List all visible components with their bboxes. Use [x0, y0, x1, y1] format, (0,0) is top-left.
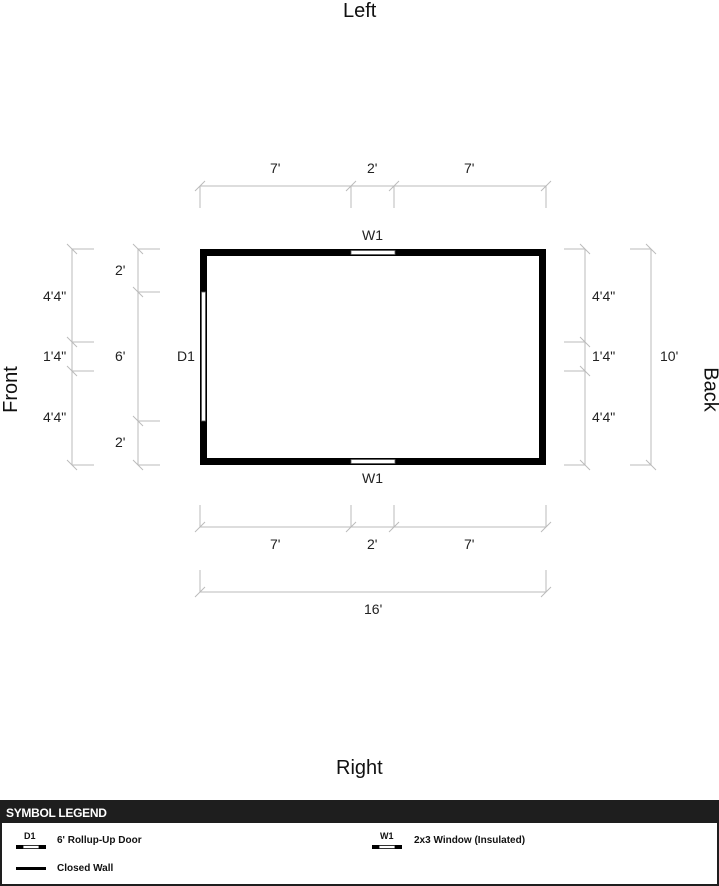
- door-label: D1: [177, 348, 195, 364]
- dim-right-2: 1'4": [592, 348, 616, 364]
- dim-left-outer-1: 4'4": [43, 288, 67, 304]
- dim-bottom-1: 7': [270, 536, 281, 552]
- side-label-top: Left: [343, 0, 377, 22]
- window-symbol-icon: [372, 845, 402, 849]
- dim-total-width: 10': [660, 348, 679, 364]
- dim-top-3: 7': [464, 160, 475, 176]
- closed-wall-icon: [16, 867, 46, 870]
- floor-plan: [66, 180, 657, 598]
- bottom-window: [350, 459, 396, 464]
- dim-top-1: 7': [270, 160, 281, 176]
- dim-left-inner-1: 2': [115, 262, 126, 278]
- legend-wall-label: Closed Wall: [57, 863, 114, 874]
- legend-title: SYMBOL LEGEND: [0, 800, 719, 822]
- symbol-legend: SYMBOL LEGEND D1 6' Rollup-Up Door Close…: [0, 800, 719, 886]
- legend-window-label: 2x3 Window (Insulated): [414, 835, 526, 846]
- dim-right-1: 4'4": [592, 288, 616, 304]
- side-label-bottom: Right: [336, 757, 383, 779]
- dim-bottom-3: 7': [464, 536, 475, 552]
- window-label-bottom: W1: [362, 470, 383, 486]
- legend-door-code: D1: [24, 831, 36, 841]
- dim-top-2: 2': [367, 160, 378, 176]
- window-label-top: W1: [362, 227, 383, 243]
- legend-window-code: W1: [380, 831, 394, 841]
- dim-right-3: 4'4": [592, 409, 616, 425]
- front-door: [201, 291, 206, 422]
- top-window: [350, 250, 396, 255]
- dim-total-length: 16': [364, 601, 383, 617]
- dim-left-outer-3: 4'4": [43, 409, 67, 425]
- dim-left-inner-3: 2': [115, 434, 126, 450]
- dim-left-inner-2: 6': [115, 348, 126, 364]
- legend-door-label: 6' Rollup-Up Door: [57, 835, 142, 846]
- dim-left-outer-2: 1'4": [43, 348, 67, 364]
- building-walls: [200, 249, 546, 465]
- dim-bottom-2: 2': [367, 536, 378, 552]
- door-symbol-icon: [16, 845, 46, 849]
